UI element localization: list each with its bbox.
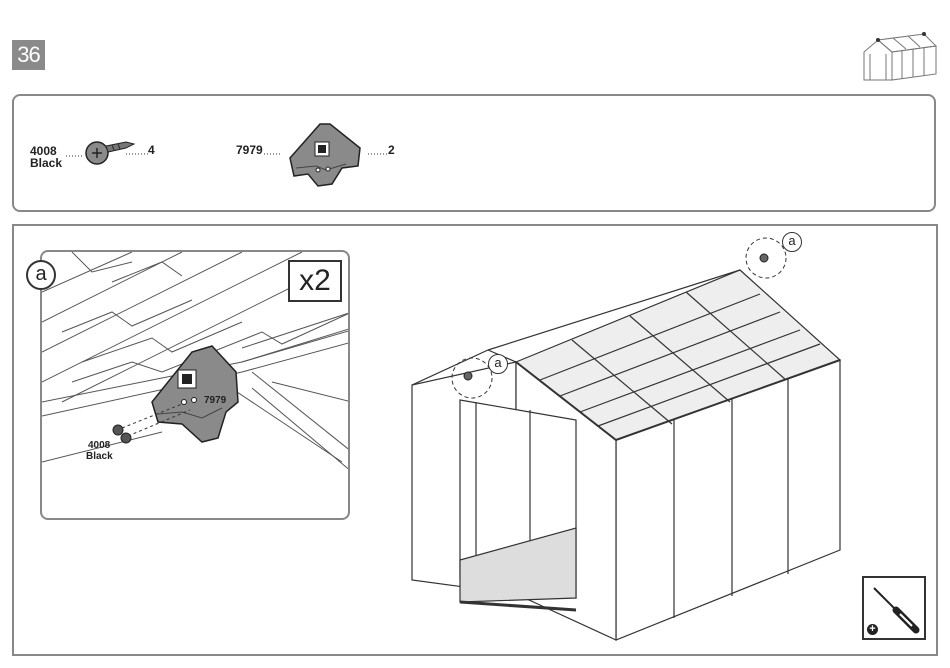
tool-box: + bbox=[862, 576, 926, 640]
shed-callout-a-left: a bbox=[488, 354, 508, 374]
part-7979-qty: 2 bbox=[388, 144, 395, 157]
detail-callout-a: a bbox=[26, 260, 56, 290]
phillips-symbol: + bbox=[867, 624, 878, 635]
part-4008-color: Black bbox=[30, 157, 62, 170]
shed-thumbnail-icon bbox=[858, 30, 938, 88]
step-number: 36 bbox=[12, 40, 45, 70]
part-7979-id: 7979 bbox=[236, 144, 263, 157]
shed-assembly-drawing bbox=[400, 230, 850, 650]
detail-screw-label: 4008 bbox=[88, 440, 110, 451]
shed-callout-a-right: a bbox=[782, 232, 802, 252]
quantity-multiplier: x2 bbox=[288, 260, 342, 302]
detail-part-label: 7979 bbox=[204, 395, 226, 406]
detail-screw-color: Black bbox=[86, 451, 113, 462]
roof-cap-bracket-icon bbox=[262, 120, 392, 200]
part-4008-qty: 4 bbox=[148, 144, 155, 157]
